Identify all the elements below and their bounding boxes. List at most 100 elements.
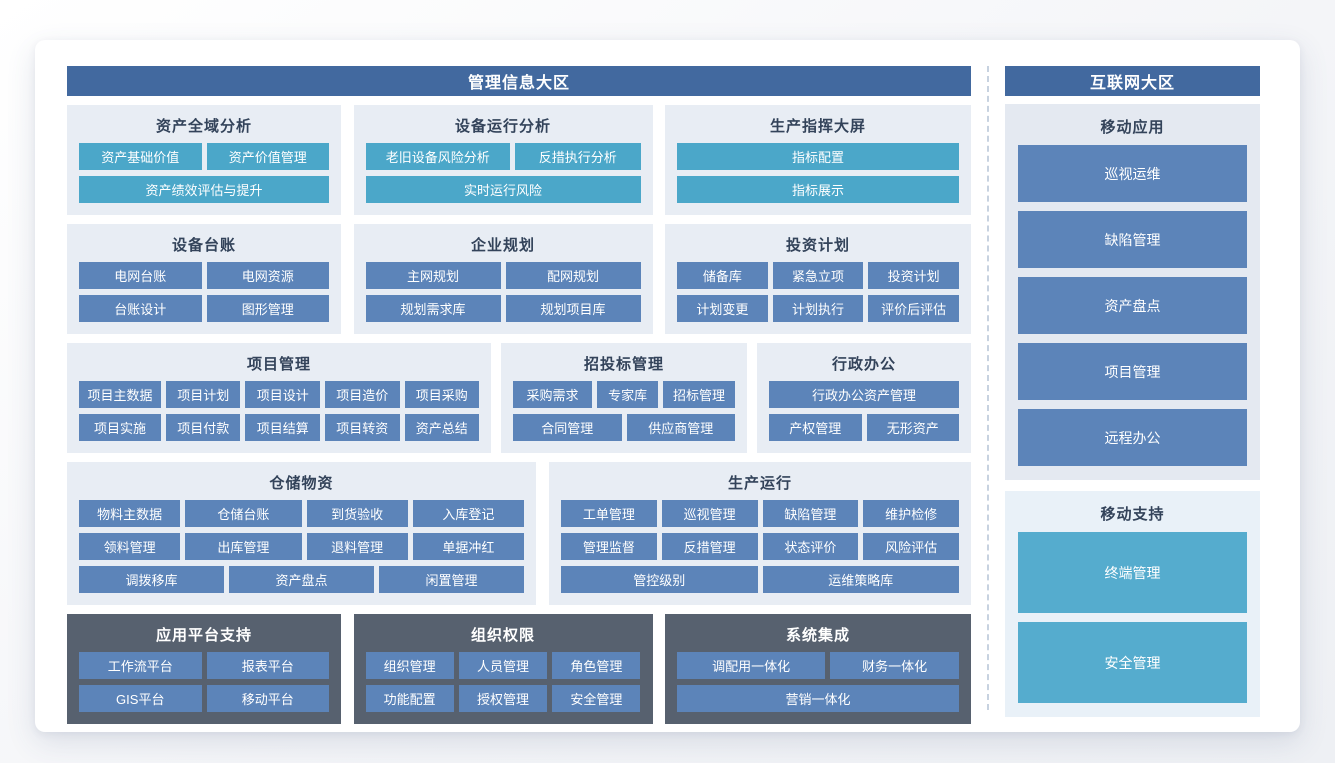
module-button[interactable]: 管理监督 <box>561 533 657 560</box>
module-button[interactable]: 指标配置 <box>677 143 959 170</box>
module-button[interactable]: 仓储台账 <box>185 500 302 527</box>
module-button[interactable]: 到货验收 <box>306 500 408 527</box>
module-button[interactable]: GIS平台 <box>79 685 202 712</box>
module-button[interactable]: 指标展示 <box>677 176 959 203</box>
module-button[interactable]: 缺陷管理 <box>762 500 859 527</box>
module-button[interactable]: 远程办公 <box>1018 409 1247 466</box>
panel-mobile-apps: 移动应用 巡视运维 缺陷管理 资产盘点 项目管理 远程办公 <box>1005 104 1260 480</box>
module-button[interactable]: 授权管理 <box>458 685 548 712</box>
module-button[interactable]: 老旧设备风险分析 <box>365 143 510 170</box>
module-button[interactable]: 资产绩效评估与提升 <box>79 176 329 203</box>
module-button[interactable]: 单据冲红 <box>412 533 524 560</box>
module-button[interactable]: 退料管理 <box>306 533 408 560</box>
module-button[interactable]: 财务一体化 <box>830 652 959 679</box>
module-button[interactable]: 图形管理 <box>206 295 329 322</box>
module-button[interactable]: 工单管理 <box>561 500 657 527</box>
panel-org-permissions: 组织权限 组织管理 人员管理 角色管理 功能配置 授权管理 安全管理 <box>353 614 653 724</box>
module-button[interactable]: 人员管理 <box>458 652 548 679</box>
panel-bidding-management: 招投标管理 采购需求 专家库 招标管理 合同管理 供应商管理 <box>501 343 747 453</box>
module-button[interactable]: 项目主数据 <box>79 381 161 408</box>
module-button[interactable]: 项目造价 <box>324 381 400 408</box>
module-button[interactable]: 调配用一体化 <box>677 652 826 679</box>
panel-equipment-operation-analysis: 设备运行分析 老旧设备风险分析 反措执行分析 实时运行风险 <box>353 105 653 215</box>
module-button[interactable]: 缺陷管理 <box>1018 211 1247 268</box>
module-button[interactable]: 资产盘点 <box>1018 277 1247 334</box>
module-button[interactable]: 主网规划 <box>365 262 501 289</box>
panel-title: 移动应用 <box>1100 119 1165 136</box>
module-button[interactable]: 移动平台 <box>206 685 329 712</box>
module-button[interactable]: 项目结算 <box>245 414 320 441</box>
panel-title: 项目管理 <box>246 356 311 373</box>
module-button[interactable]: 计划执行 <box>772 295 864 322</box>
module-button[interactable]: 项目付款 <box>165 414 241 441</box>
module-button[interactable]: 电网台账 <box>79 262 202 289</box>
module-button[interactable]: 状态评价 <box>762 533 859 560</box>
panel-title: 企业规划 <box>470 237 535 254</box>
module-button[interactable]: 入库登记 <box>412 500 524 527</box>
module-button[interactable]: 评价后评估 <box>868 295 960 322</box>
module-button[interactable]: 紧急立项 <box>772 262 864 289</box>
module-button[interactable]: 角色管理 <box>552 652 641 679</box>
panel-enterprise-planning: 企业规划 主网规划 配网规划 规划需求库 规划项目库 <box>353 224 653 334</box>
module-button[interactable]: 维护检修 <box>863 500 959 527</box>
module-button[interactable]: 终端管理 <box>1018 532 1247 613</box>
module-button[interactable]: 项目管理 <box>1018 343 1247 400</box>
module-button[interactable]: 招标管理 <box>663 381 735 408</box>
module-button[interactable]: 出库管理 <box>185 533 302 560</box>
row-warehouse-production: 仓储物资 物料主数据 仓储台账 到货验收 入库登记 领料管理 出库管理 退料管理… <box>67 462 971 605</box>
panel-title: 系统集成 <box>785 627 850 644</box>
module-button[interactable]: 物料主数据 <box>79 500 181 527</box>
module-button[interactable]: 合同管理 <box>513 414 622 441</box>
module-button[interactable]: 领料管理 <box>79 533 181 560</box>
module-button[interactable]: 功能配置 <box>365 685 454 712</box>
module-button[interactable]: 规划需求库 <box>365 295 501 322</box>
module-button[interactable]: 报表平台 <box>206 652 329 679</box>
panel-title: 生产运行 <box>727 475 792 492</box>
module-button[interactable]: 规划项目库 <box>505 295 641 322</box>
module-button[interactable]: 资产总结 <box>404 414 480 441</box>
module-button[interactable]: 管控级别 <box>561 566 758 593</box>
zone-management-info: 管理信息大区 资产全域分析 资产基础价值 资产价值管理 资产绩效评估与提升 设备… <box>67 66 971 724</box>
module-button[interactable]: 实时运行风险 <box>365 176 641 203</box>
module-button[interactable]: 项目实施 <box>79 414 161 441</box>
module-button[interactable]: 项目计划 <box>165 381 241 408</box>
module-button[interactable]: 采购需求 <box>513 381 593 408</box>
module-button[interactable]: 资产价值管理 <box>206 143 329 170</box>
panel-warehouse-materials: 仓储物资 物料主数据 仓储台账 到货验收 入库登记 领料管理 出库管理 退料管理… <box>67 462 536 605</box>
module-button[interactable]: 资产基础价值 <box>79 143 202 170</box>
module-button[interactable]: 组织管理 <box>365 652 454 679</box>
module-button[interactable]: 安全管理 <box>552 685 641 712</box>
module-button[interactable]: 项目采购 <box>404 381 480 408</box>
module-button[interactable]: 资产盘点 <box>229 566 374 593</box>
panel-app-platform-support: 应用平台支持 工作流平台 报表平台 GIS平台 移动平台 <box>67 614 341 724</box>
module-button[interactable]: 产权管理 <box>769 414 862 441</box>
module-button[interactable]: 安全管理 <box>1018 622 1247 703</box>
module-button[interactable]: 无形资产 <box>866 414 959 441</box>
module-button[interactable]: 电网资源 <box>206 262 329 289</box>
module-button[interactable]: 储备库 <box>677 262 768 289</box>
module-button[interactable]: 配网规划 <box>505 262 641 289</box>
panel-title: 组织权限 <box>470 627 535 644</box>
module-button[interactable]: 计划变更 <box>677 295 768 322</box>
module-button[interactable]: 调拨移库 <box>79 566 224 593</box>
module-button[interactable]: 巡视管理 <box>661 500 758 527</box>
module-button[interactable]: 运维策略库 <box>762 566 959 593</box>
module-button[interactable]: 行政办公资产管理 <box>769 381 959 408</box>
module-button[interactable]: 供应商管理 <box>626 414 735 441</box>
panel-title: 招投标管理 <box>583 356 664 373</box>
module-button[interactable]: 工作流平台 <box>79 652 202 679</box>
module-button[interactable]: 投资计划 <box>868 262 960 289</box>
module-button[interactable]: 项目转资 <box>324 414 400 441</box>
row-platform-support: 应用平台支持 工作流平台 报表平台 GIS平台 移动平台 组织权限 组织管理 人… <box>67 614 971 724</box>
module-button[interactable]: 闲置管理 <box>379 566 524 593</box>
module-button[interactable]: 专家库 <box>597 381 659 408</box>
module-button[interactable]: 项目设计 <box>245 381 320 408</box>
module-button[interactable]: 风险评估 <box>863 533 959 560</box>
module-button[interactable]: 巡视运维 <box>1018 145 1247 202</box>
module-button[interactable]: 台账设计 <box>79 295 202 322</box>
module-button[interactable]: 反措执行分析 <box>514 143 641 170</box>
row-analysis: 资产全域分析 资产基础价值 资产价值管理 资产绩效评估与提升 设备运行分析 老旧… <box>67 105 971 215</box>
module-button[interactable]: 反措管理 <box>661 533 758 560</box>
panel-investment-plan: 投资计划 储备库 紧急立项 投资计划 计划变更 计划执行 评价后评估 <box>665 224 971 334</box>
module-button[interactable]: 营销一体化 <box>677 685 959 712</box>
